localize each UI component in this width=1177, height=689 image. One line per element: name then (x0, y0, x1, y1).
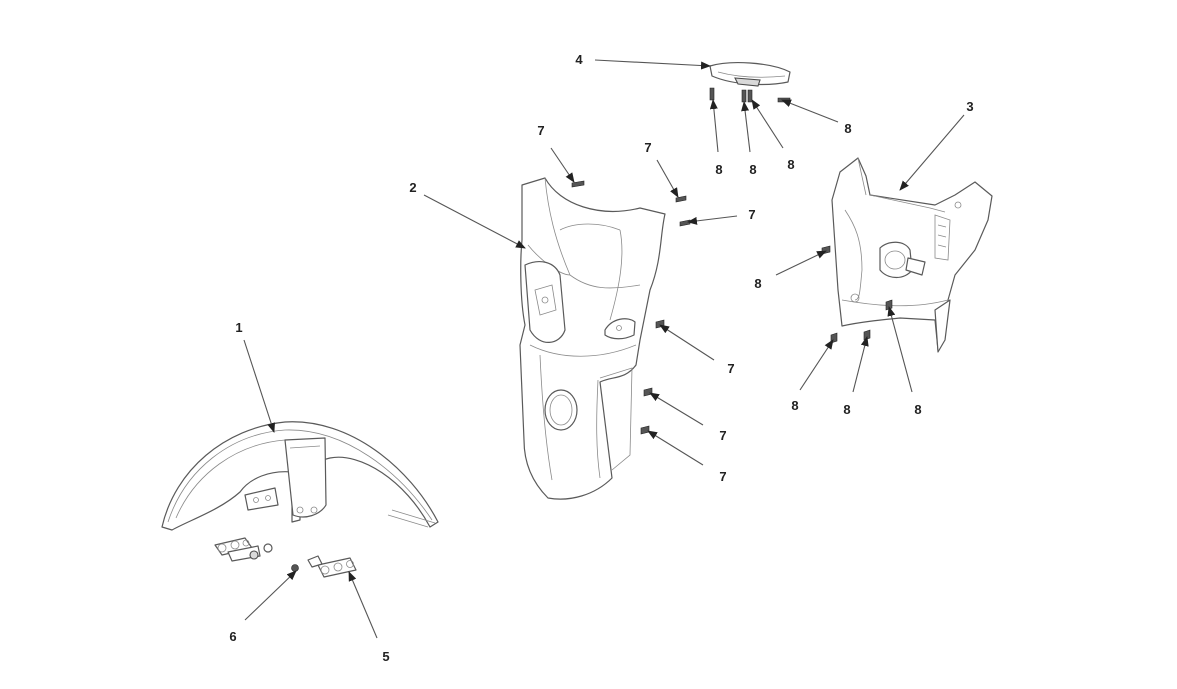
callout-7c: 7 (748, 207, 755, 222)
callout-7d: 7 (727, 361, 734, 376)
callout-8e: 8 (754, 276, 761, 291)
front-cover-part (519, 177, 666, 500)
screw-7f (640, 425, 650, 435)
callout-6: 6 (229, 629, 236, 644)
callout-5: 5 (382, 649, 389, 664)
callout-4: 4 (575, 52, 583, 67)
callout-8d: 8 (844, 121, 851, 136)
top-trim-part (709, 62, 791, 87)
fender-brackets-part (214, 537, 357, 578)
callout-8c: 8 (787, 157, 794, 172)
callout-1: 1 (235, 320, 242, 335)
callout-3: 3 (966, 99, 973, 114)
callout-7e: 7 (719, 428, 726, 443)
callout-7a: 7 (537, 123, 544, 138)
callout-labels: 1 2 3 4 5 6 7 7 7 7 7 7 8 8 8 8 8 8 8 8 (229, 52, 973, 664)
callout-8f: 8 (791, 398, 798, 413)
callout-8b: 8 (749, 162, 756, 177)
screw-7a (571, 180, 585, 188)
callout-8a: 8 (715, 162, 722, 177)
leader-lines (243, 59, 965, 639)
callout-7f: 7 (719, 469, 726, 484)
callout-8g: 8 (843, 402, 850, 417)
callout-8h: 8 (914, 402, 921, 417)
screw-7b (675, 195, 687, 203)
callout-2: 2 (409, 180, 416, 195)
screw-7c (679, 219, 691, 227)
screw-7e (643, 387, 653, 397)
inner-panel-part (831, 157, 993, 353)
callout-7b: 7 (644, 140, 651, 155)
front-fender-part (161, 421, 439, 531)
